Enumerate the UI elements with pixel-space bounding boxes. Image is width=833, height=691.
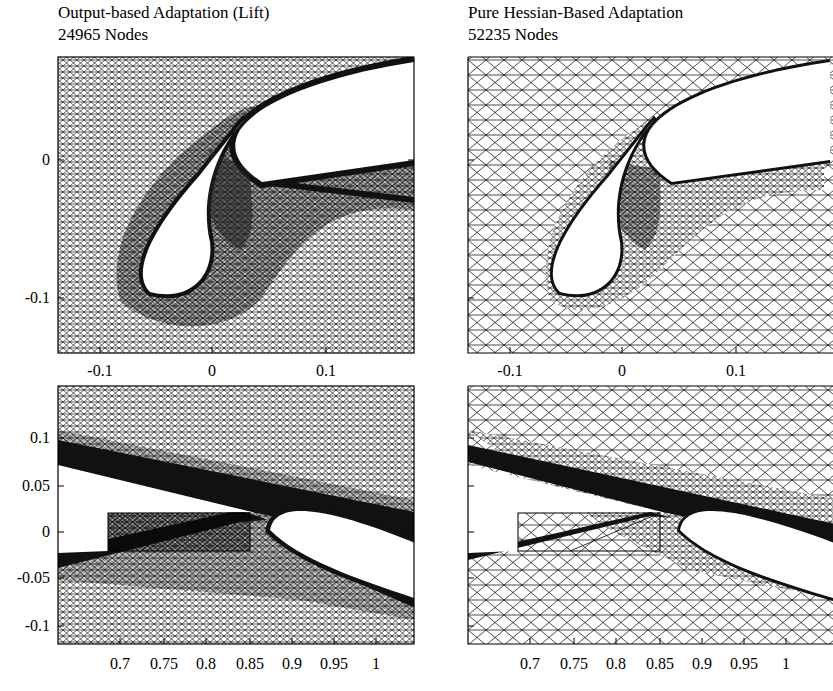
axis-tick: 0.85 — [236, 655, 264, 673]
axis-tick: -0.1 — [87, 362, 112, 380]
axis-tick: 0.7 — [110, 655, 130, 673]
axis-tick: 0.1 — [726, 362, 746, 380]
axis-tick: 0.7 — [520, 655, 540, 673]
axis-tick: 0.75 — [560, 655, 588, 673]
axis-tick: 0.1 — [316, 362, 336, 380]
axis-tick: 0.9 — [692, 655, 712, 673]
axis-tick: 1 — [372, 655, 380, 673]
axis-tick: 0 — [42, 523, 50, 541]
panel-title: Pure Hessian-Based Adaptation — [468, 4, 683, 23]
axis-tick: 0.9 — [282, 655, 302, 673]
mesh-panel — [58, 57, 414, 353]
node-count: 24965 Nodes — [58, 26, 148, 45]
axis-tick: 0.1 — [30, 429, 50, 447]
mesh-panel — [58, 386, 414, 644]
axis-tick: -0.05 — [17, 569, 50, 587]
node-count: 52235 Nodes — [468, 26, 558, 45]
axis-tick: 0.8 — [606, 655, 626, 673]
axis-tick: 0.75 — [150, 655, 178, 673]
axis-tick: 1 — [782, 655, 790, 673]
axis-tick: -0.1 — [497, 362, 522, 380]
axis-tick: 0 — [208, 362, 216, 380]
axis-tick: 0.85 — [646, 655, 674, 673]
axis-tick: 0 — [42, 151, 50, 169]
axis-tick: -0.1 — [25, 289, 50, 307]
mesh-panel — [468, 57, 833, 353]
panel-title: Output-based Adaptation (Lift) — [58, 4, 270, 23]
axis-tick: 0.8 — [196, 655, 216, 673]
axis-tick: 0.05 — [22, 477, 50, 495]
axis-tick: 0.95 — [730, 655, 758, 673]
mesh-panel — [468, 386, 833, 644]
axis-tick: -0.1 — [25, 617, 50, 635]
axis-tick: 0 — [618, 362, 626, 380]
axis-tick: 0.95 — [320, 655, 348, 673]
